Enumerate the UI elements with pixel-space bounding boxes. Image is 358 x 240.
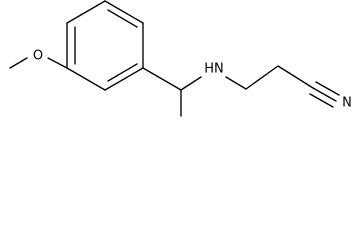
nitrile-nitrogen-label: N [342,96,352,111]
ring-double-bond-3 [107,63,138,82]
ring-bond-6 [66,67,106,91]
triple-bond-line-2 [315,81,340,96]
oxygen-ring-bond [47,57,68,69]
structure-canvas: O H​N N [9,0,352,117]
ring-bond-5 [104,67,144,91]
methyl-oxygen-bond [9,57,28,69]
ring-bond-3 [104,0,144,24]
ch2-to-nitrile-bond [277,65,314,89]
ring-to-ch-bond [142,67,182,91]
ring-double-bond-2 [107,9,138,28]
ch2-to-ch2-bond [245,65,279,90]
molecule-structure: O H​N N [9,0,352,117]
ch-to-nh-bond [180,76,202,91]
ring-bond-2 [66,0,106,24]
triple-bond-line-1 [312,87,337,102]
methoxy-oxygen-label: O [33,49,43,64]
triple-bond-line-3 [309,93,334,108]
nh-to-ch2-bond [225,76,247,90]
amine-nh-label: H​N [204,62,224,77]
